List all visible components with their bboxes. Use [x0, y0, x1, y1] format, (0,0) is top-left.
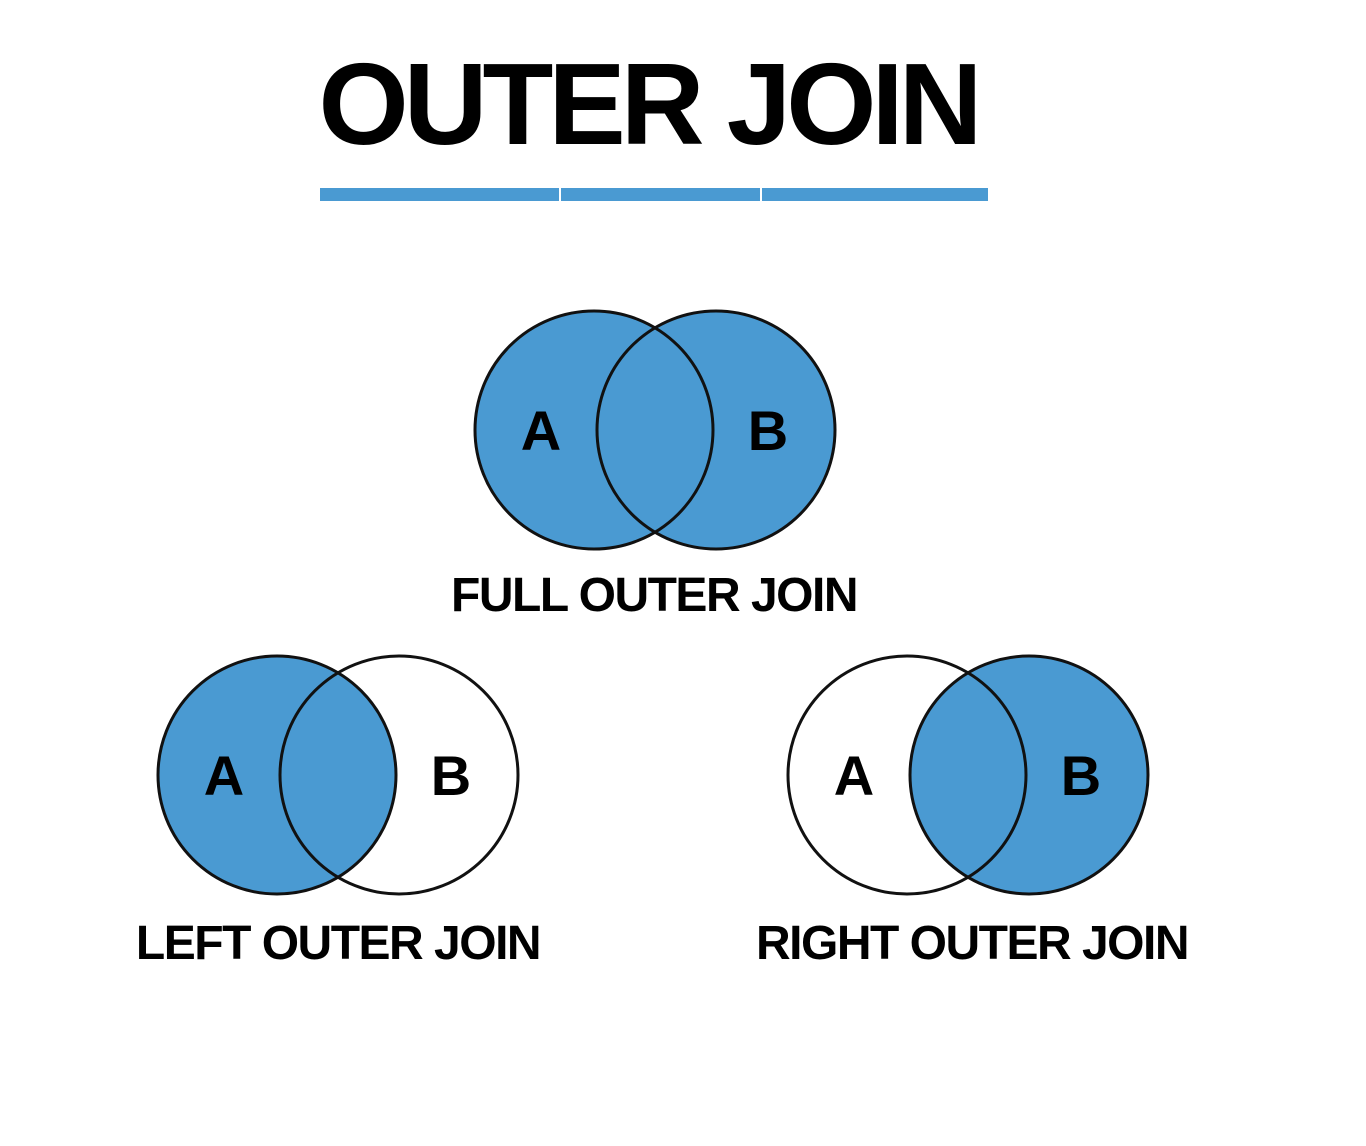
label-a: A [521, 399, 561, 462]
circle-a-fill [475, 311, 713, 549]
circle-b-outline [595, 309, 837, 551]
venn-left-outer-join-svg: A B [156, 654, 520, 896]
caption-right-outer-join: RIGHT OUTER JOIN [755, 917, 1190, 970]
caption-left-outer-join: LEFT OUTER JOIN [135, 917, 542, 970]
circle-a-outline [473, 309, 715, 551]
venn-left-outer-join: A B [156, 651, 520, 899]
label-b: B [748, 399, 788, 462]
page-title: OUTER JOIN [318, 39, 983, 169]
circle-b-outline [908, 654, 1150, 896]
label-a: A [834, 744, 874, 807]
title-underline [320, 188, 989, 201]
circle-b-fill [910, 656, 1148, 894]
label-a: A [204, 744, 244, 807]
venn-full-outer-join: A B [473, 306, 837, 554]
venn-full-outer-join-svg: A B [473, 309, 837, 551]
underline-segment [561, 188, 761, 201]
underline-segment [320, 188, 560, 201]
circle-a-outline [786, 654, 1028, 896]
venn-right-outer-join-svg: A B [786, 654, 1150, 896]
label-b: B [1061, 744, 1101, 807]
circle-b-outline [278, 654, 520, 896]
venn-right-outer-join: A B [786, 651, 1150, 899]
underline-segment [762, 188, 989, 201]
circle-a-fill [158, 656, 396, 894]
label-b: B [431, 744, 471, 807]
caption-full-outer-join: FULL OUTER JOIN [451, 569, 858, 622]
circle-a-outline [156, 654, 398, 896]
